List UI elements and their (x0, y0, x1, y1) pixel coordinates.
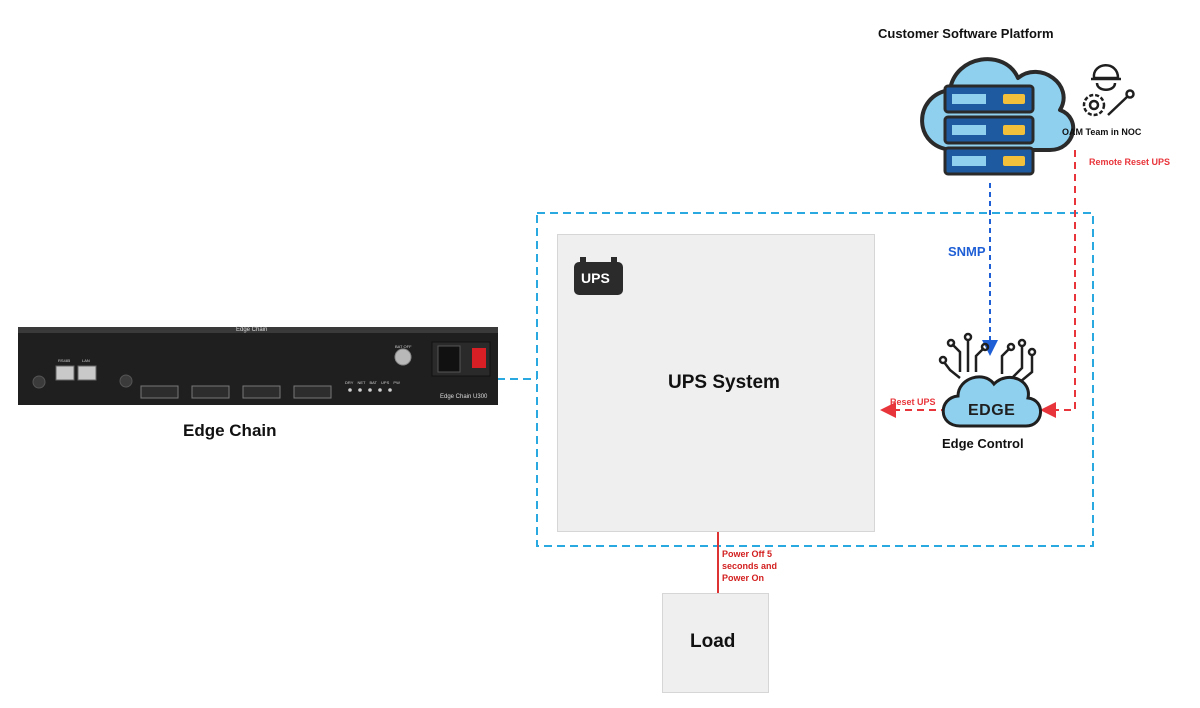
device-led-labels: DRY NET BAT UPS PW (345, 380, 400, 385)
led-ups: UPS (381, 380, 390, 385)
led-pw: PW (393, 380, 400, 385)
edge-badge: EDGE (968, 402, 1016, 419)
cloud-server-icon (920, 57, 1076, 176)
led-net: NET (357, 380, 366, 385)
system-boundary (536, 212, 1094, 547)
edge-control-label: Edge Control (942, 436, 1024, 451)
power-cycle-line-1: Power Off 5 (722, 549, 773, 559)
reset-ups-label: Reset UPS (890, 397, 936, 407)
ups-system-label: UPS System (668, 372, 780, 393)
led-bat: BAT (369, 380, 377, 385)
led-dry: DRY (345, 380, 354, 385)
device-model-label: Edge Chain U300 (440, 394, 488, 400)
device-port-lan: LAN (82, 358, 90, 363)
platform-title: Customer Software Platform (878, 26, 1054, 41)
power-cycle-line-2: seconds and (722, 561, 778, 571)
remote-reset-label: Remote Reset UPS (1089, 157, 1171, 167)
edge-chain-label: Edge Chain (183, 421, 277, 440)
power-cycle-line-3: Power On (722, 573, 765, 583)
snmp-label: SNMP (948, 244, 986, 259)
edge-cloud-icon (938, 332, 1042, 428)
device-top-label: Edge Chain (236, 327, 268, 333)
device-bat-off: BAT OFF (395, 344, 412, 349)
edge-chain-device (18, 327, 498, 405)
load-box (662, 593, 769, 693)
remote-reset-arrow (1040, 150, 1076, 418)
power-cycle-label: Power Off 5 seconds and Power On (722, 548, 777, 584)
engineer-icon (1082, 64, 1135, 117)
oam-team-label: OAM Team in NOC (1062, 127, 1142, 137)
ups-icon-text: UPS (581, 270, 610, 286)
load-label: Load (690, 631, 736, 652)
device-port-rs485: RS485 (58, 358, 71, 363)
